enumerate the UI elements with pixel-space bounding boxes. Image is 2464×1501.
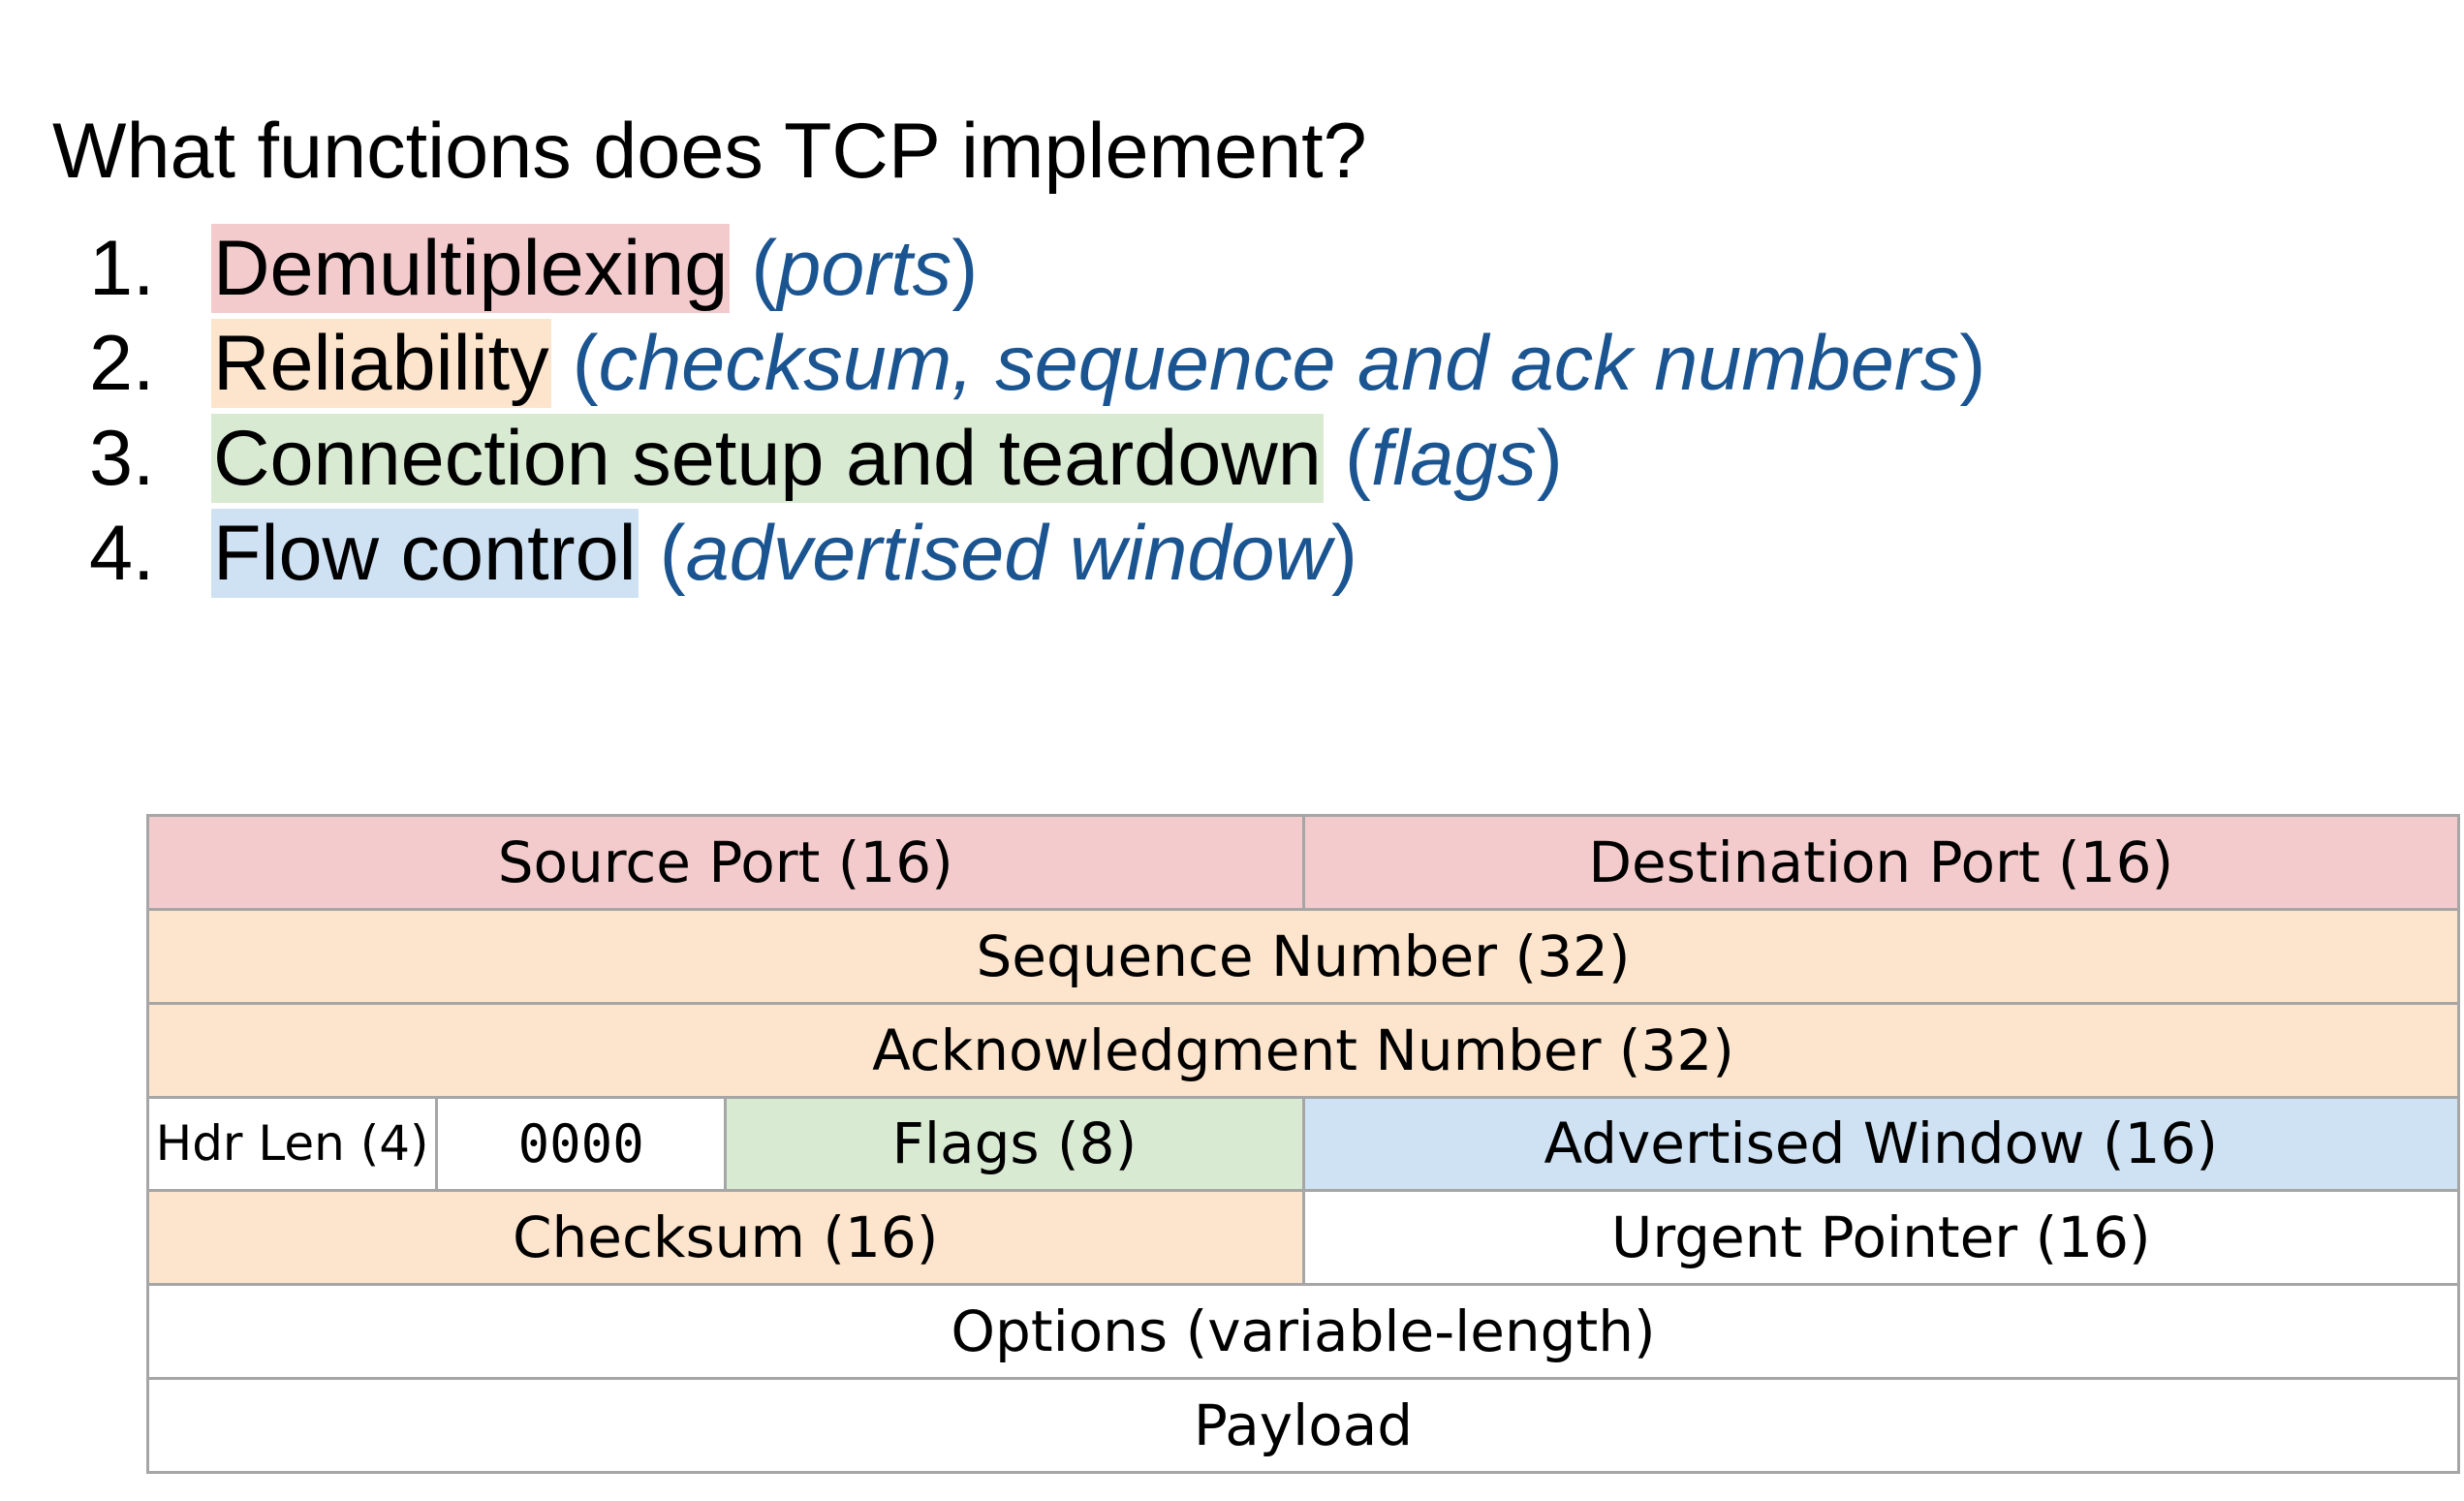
- function-name: Connection setup and teardown: [211, 414, 1324, 503]
- function-note: (checksum, sequence and ack numbers): [572, 320, 1986, 407]
- acknowledgment-number-field: Acknowledgment Number (32): [146, 1001, 2460, 1099]
- destination-port-field: Destination Port (16): [1301, 814, 2460, 911]
- header-row: Source Port (16) Destination Port (16): [146, 814, 2460, 911]
- header-row: Sequence Number (32): [146, 907, 2460, 1005]
- flags-field: Flags (8): [724, 1095, 1305, 1193]
- function-note: (advertised window): [659, 510, 1357, 597]
- header-row: Options (variable-length): [146, 1283, 2460, 1381]
- header-row: Checksum (16) Urgent Pointer (16): [146, 1189, 2460, 1287]
- payload-field: Payload: [146, 1377, 2460, 1474]
- function-name: Demultiplexing: [211, 224, 731, 313]
- function-item-demultiplexing: 1. Demultiplexing(ports): [0, 221, 2464, 316]
- header-length-field: Hdr Len (4): [145, 1095, 439, 1193]
- function-item-flow-control: 4. Flow control(advertised window): [0, 506, 2464, 601]
- function-item-connection: 3. Connection setup and teardown(flags): [0, 411, 2464, 506]
- header-row: Payload: [146, 1377, 2460, 1474]
- urgent-pointer-field: Urgent Pointer (16): [1301, 1189, 2460, 1287]
- tcp-functions-list: 1. Demultiplexing(ports) 2. Reliability(…: [0, 221, 2464, 601]
- function-number: 2.: [89, 320, 155, 407]
- source-port-field: Source Port (16): [146, 814, 1305, 911]
- function-name: Flow control: [211, 509, 639, 598]
- function-number: 3.: [89, 415, 155, 502]
- header-row: Acknowledgment Number (32): [146, 1001, 2460, 1099]
- sequence-number-field: Sequence Number (32): [146, 907, 2460, 1005]
- checksum-field: Checksum (16): [146, 1189, 1305, 1287]
- function-note: (ports): [751, 225, 979, 312]
- header-row: Hdr Len (4) 0000 Flags (8) Advertised Wi…: [145, 1095, 2460, 1193]
- options-field: Options (variable-length): [146, 1283, 2460, 1381]
- slide-heading: What functions does TCP implement?: [52, 108, 1367, 195]
- function-item-reliability: 2. Reliability(checksum, sequence and ac…: [0, 316, 2464, 411]
- reserved-bits-field: 0000: [435, 1095, 728, 1193]
- tcp-header-diagram: Source Port (16) Destination Port (16) S…: [145, 814, 2460, 1474]
- function-name: Reliability: [211, 319, 551, 408]
- function-note: (flags): [1344, 415, 1563, 502]
- advertised-window-field: Advertised Window (16): [1301, 1095, 2460, 1193]
- function-number: 4.: [89, 510, 155, 597]
- function-number: 1.: [89, 225, 155, 312]
